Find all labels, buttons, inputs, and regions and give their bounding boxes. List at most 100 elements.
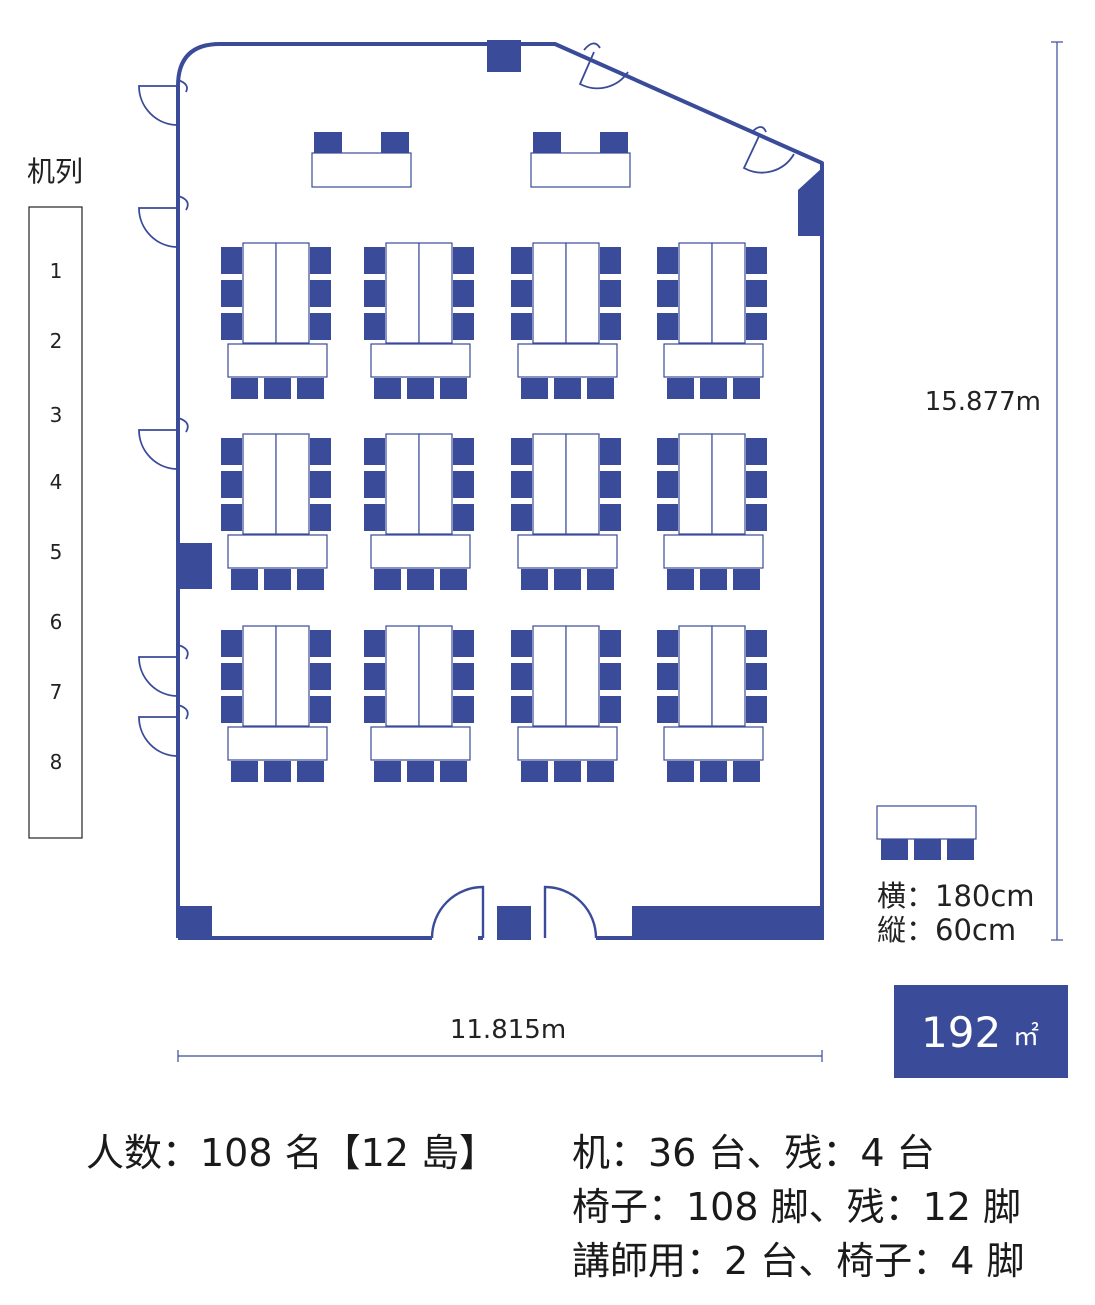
pillar-left [178,543,212,589]
island [511,433,621,590]
chair [364,280,385,307]
chair [221,504,242,531]
desk [678,433,713,535]
desk [370,343,471,378]
chair [310,471,331,498]
island [221,242,331,399]
area-value: 192 [921,1008,1001,1057]
pillar-top-right [798,168,822,236]
chair [374,569,401,590]
desk [418,242,453,344]
chair [733,761,760,782]
chair [297,378,324,399]
legend-title: 机列 [27,155,83,188]
height-dimension: 15.877m [925,41,1063,941]
pillar-top [487,40,521,72]
legend-row-number: 3 [50,403,63,427]
island [364,242,474,399]
chair [511,696,532,723]
chair [364,504,385,531]
chair [657,313,678,340]
area-unit: ㎡ [1013,1022,1039,1052]
height-label: 15.877m [925,387,1041,417]
chair [453,438,474,465]
chair [381,132,409,154]
desk [532,242,567,344]
chair [657,471,678,498]
sample-chair [881,839,908,860]
desk [275,625,310,727]
chair [700,378,727,399]
door-bottom [430,885,598,939]
chair-count-text: 椅子：108 脚、残：12 脚 [572,1185,1022,1229]
chair [297,569,324,590]
chair [511,471,532,498]
chair [364,663,385,690]
chair [440,761,467,782]
chair [221,630,242,657]
chair [657,696,678,723]
chair [746,438,767,465]
desk [517,534,618,569]
desk [227,726,328,761]
chair [511,247,532,274]
chair [657,663,678,690]
island [657,625,767,782]
desk [370,534,471,569]
chair [221,247,242,274]
door-left-5 [138,704,189,757]
chair [407,761,434,782]
chair [440,569,467,590]
island [221,433,331,590]
chair [700,569,727,590]
table-depth-label: 縦：60cm [877,913,1016,947]
desk [370,726,471,761]
chair [221,280,242,307]
table-sample: 横：180cm 縦：60cm [876,805,1035,947]
chair [453,280,474,307]
chair [521,569,548,590]
chair [511,280,532,307]
capacity-text: 人数：108 名【12 島】 [86,1131,498,1175]
width-label: 11.815m [450,1015,566,1045]
legend-row-number: 4 [50,470,63,494]
chair [310,504,331,531]
chair [310,630,331,657]
chair [554,569,581,590]
desk [242,433,277,535]
chair [453,630,474,657]
chair [221,471,242,498]
chair [600,438,621,465]
island [364,625,474,782]
chair [746,471,767,498]
chair [746,247,767,274]
chair [733,569,760,590]
door-diagonal-1 [578,42,629,90]
chair [746,630,767,657]
desk [530,152,631,188]
table-islands [221,242,767,782]
width-dimension: 11.815m [177,1015,823,1062]
desk [678,625,713,727]
desk [242,242,277,344]
chair [600,663,621,690]
chair [700,761,727,782]
door-left-2 [138,195,189,248]
chair [600,696,621,723]
desk [565,433,600,535]
desk [227,343,328,378]
desk [418,625,453,727]
chair [374,378,401,399]
chair [587,378,614,399]
chair [511,663,532,690]
chair [364,438,385,465]
desk [663,534,764,569]
desk [385,625,420,727]
desk [711,625,746,727]
desk [517,726,618,761]
desk [242,625,277,727]
desk [678,242,713,344]
chair [657,247,678,274]
chair [221,313,242,340]
